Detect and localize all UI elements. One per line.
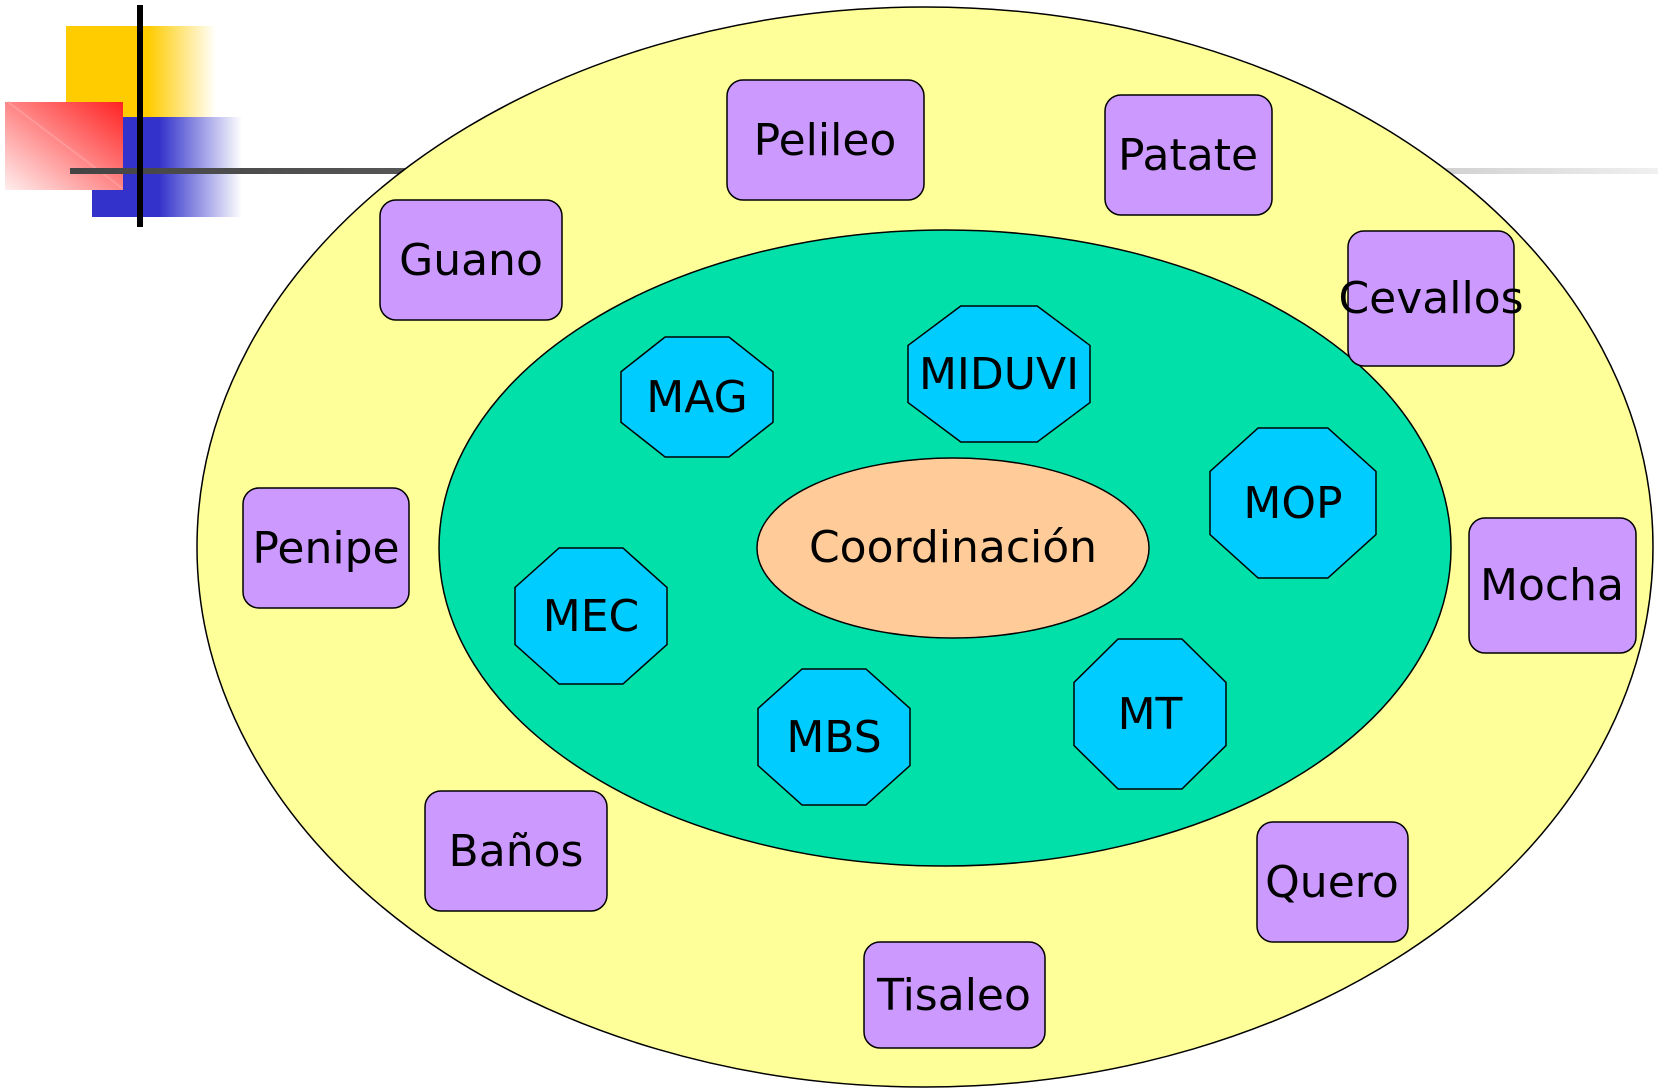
deco-vertical-line xyxy=(137,5,143,227)
municipality-node: Patate xyxy=(1104,94,1273,216)
municipality-label-cevallos: Cevallos xyxy=(1338,273,1523,324)
deco-red-square xyxy=(5,102,123,190)
ministry-octagon-miduvi xyxy=(907,305,1091,443)
ministry-node: MOP xyxy=(1209,427,1377,579)
ministry-label-miduvi: MIDUVI xyxy=(919,349,1079,400)
municipality-node: Penipe xyxy=(242,487,410,609)
municipality-box-quero xyxy=(1256,821,1409,943)
municipality-box-pelileo xyxy=(726,79,925,201)
municipality-label-patate: Patate xyxy=(1118,130,1258,181)
ministry-node: MT xyxy=(1073,638,1227,790)
ministry-node: MBS xyxy=(757,668,911,806)
municipality-label-pelileo: Pelileo xyxy=(754,115,897,166)
municipality-node: Quero xyxy=(1256,821,1409,943)
ministries-group: MAG MIDUVI MOP MEC MBS MT xyxy=(514,305,1377,806)
ministry-label-mag: MAG xyxy=(646,372,747,423)
ministry-octagon-mec xyxy=(514,547,668,685)
municipality-node: Cevallos xyxy=(1338,230,1524,367)
ministry-octagon-mt xyxy=(1073,638,1227,790)
municipality-label-guano: Guano xyxy=(399,235,543,286)
municipality-node: Guano xyxy=(379,199,563,321)
municipality-label-penipe: Penipe xyxy=(252,523,399,574)
municipality-box-tisaleo xyxy=(863,941,1046,1049)
center-node: Coordinación xyxy=(756,457,1150,639)
municipality-node: Pelileo xyxy=(726,79,925,201)
ministry-node: MEC xyxy=(514,547,668,685)
municipality-label-tisaleo: Tisaleo xyxy=(876,970,1031,1021)
municipality-label-mocha: Mocha xyxy=(1480,560,1624,611)
ministry-octagon-mag xyxy=(620,336,774,458)
ministry-label-mop: MOP xyxy=(1243,478,1342,529)
municipality-box-penipe xyxy=(242,487,410,609)
ministry-label-mec: MEC xyxy=(543,591,640,642)
municipality-box-mocha xyxy=(1468,517,1637,654)
municipality-label-quero: Quero xyxy=(1265,857,1399,908)
municipality-box-cevallos xyxy=(1347,230,1515,367)
municipality-node: Mocha xyxy=(1468,517,1637,654)
ministry-node: MIDUVI xyxy=(907,305,1091,443)
center-ellipse xyxy=(756,457,1150,639)
center-label: Coordinación xyxy=(809,522,1097,573)
municipality-node: Baños xyxy=(424,790,608,912)
ministry-label-mt: MT xyxy=(1118,689,1183,740)
municipality-label-banos: Baños xyxy=(449,826,584,877)
municipalities-group: Pelileo Patate Guano Cevallos Penipe Moc… xyxy=(242,79,1637,1049)
municipality-box-banos xyxy=(424,790,608,912)
ministry-node: MAG xyxy=(620,336,774,458)
ministry-label-mbs: MBS xyxy=(786,712,881,763)
municipality-box-patate xyxy=(1104,94,1273,216)
ministry-octagon-mop xyxy=(1209,427,1377,579)
municipality-box-guano xyxy=(379,199,563,321)
municipality-node: Tisaleo xyxy=(863,941,1046,1049)
ministry-octagon-mbs xyxy=(757,668,911,806)
